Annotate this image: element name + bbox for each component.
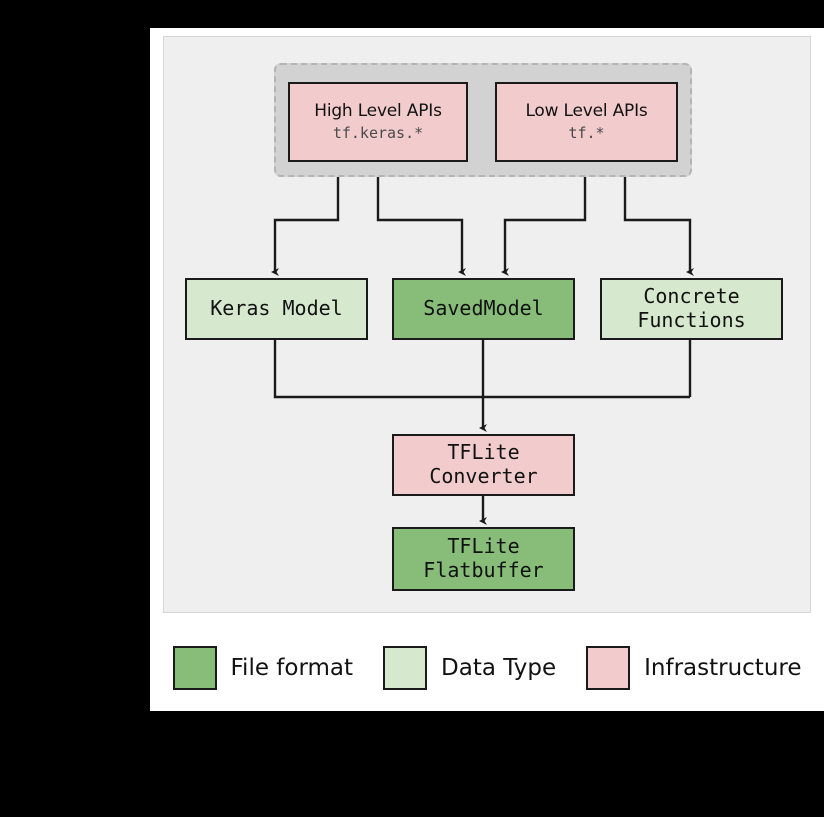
node-concrete-functions[interactable]: Concrete Functions <box>600 278 783 340</box>
node-keras-model[interactable]: Keras Model <box>185 278 368 340</box>
node-label-line1: TFLite <box>447 534 520 559</box>
node-subtitle: tf.keras.* <box>332 124 424 143</box>
node-label-line2: Converter <box>429 464 538 488</box>
legend-item-infrastructure: Infrastructure <box>586 646 802 690</box>
node-tflite-flatbuffer[interactable]: TFLite Flatbuffer <box>392 527 575 591</box>
node-title: High Level APIs <box>314 101 442 122</box>
legend-label: Infrastructure <box>644 655 802 681</box>
node-high-level-apis[interactable]: High Level APIs tf.keras.* <box>288 82 468 162</box>
diagram-card: High Level APIs tf.keras.* Low Level API… <box>150 28 824 711</box>
legend-swatch-infrastructure <box>586 646 631 690</box>
node-tflite-converter[interactable]: TFLite Converter <box>392 434 575 496</box>
legend: File format Data Type Infrastructure <box>150 625 824 711</box>
legend-item-data-type: Data Type <box>383 646 586 690</box>
legend-swatch-data-type <box>383 646 428 690</box>
node-label-line1: TFLite <box>447 440 520 465</box>
node-title: Low Level APIs <box>525 101 648 122</box>
node-label-line1: Keras Model <box>210 296 343 321</box>
node-label-line2: Functions <box>637 308 746 332</box>
legend-label: Data Type <box>441 655 557 681</box>
legend-item-file-format: File format <box>172 646 384 690</box>
node-label-line1: Concrete <box>643 284 740 309</box>
node-label-line1: SavedModel <box>423 296 544 321</box>
node-subtitle: tf.* <box>568 124 605 143</box>
node-savedmodel[interactable]: SavedModel <box>392 278 575 340</box>
node-label-line2: Flatbuffer <box>423 558 544 582</box>
legend-label: File format <box>230 655 354 681</box>
node-low-level-apis[interactable]: Low Level APIs tf.* <box>495 82 678 162</box>
legend-swatch-file-format <box>172 646 217 690</box>
